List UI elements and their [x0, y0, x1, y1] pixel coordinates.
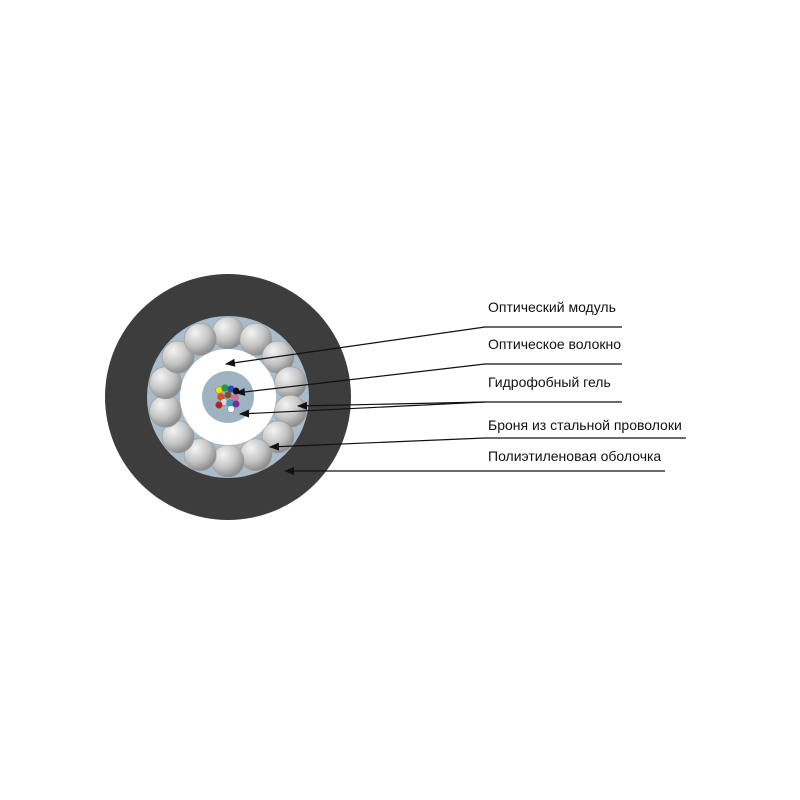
label-optical-module: Оптический модуль [488, 299, 616, 315]
optical-fiber [221, 384, 229, 392]
optical-fiber-bundle [215, 384, 240, 413]
optical-fiber [215, 401, 223, 409]
leader-steel-wire-armor [269, 437, 686, 451]
optical-fiber [227, 405, 235, 413]
steel-wire [149, 394, 182, 428]
steel-wire [239, 438, 273, 472]
leader-hydrophobic-gel-to-armor [297, 401, 486, 410]
optical-fiber [215, 386, 223, 394]
steel-wire [183, 438, 217, 472]
optical-fiber [232, 400, 240, 408]
steel-wire [211, 444, 245, 478]
optical-fiber [226, 399, 234, 407]
label-hydrophobic-gel: Гидрофобный гель [488, 374, 611, 390]
steel-wire [183, 322, 217, 356]
optical-fiber [224, 391, 232, 399]
steel-wire-armor-layer [149, 316, 307, 478]
leader-optical-module [225, 326, 622, 367]
labels: Оптический модуль Оптическое волокно Гид… [488, 299, 682, 464]
steel-wire [211, 316, 245, 350]
leader-lines [225, 326, 686, 475]
cable-cross-section [105, 274, 351, 520]
leader-optical-fiber [235, 363, 622, 396]
optical-fiber [232, 387, 240, 395]
leader-hydrophobic-gel-to-core [239, 401, 486, 418]
steel-wire [239, 322, 273, 356]
label-polyethylene-sheath: Полиэтиленовая оболочка [488, 448, 661, 464]
optical-fiber [231, 394, 239, 402]
label-steel-wire-armor: Броня из стальной проволоки [488, 417, 682, 433]
steel-wire [274, 366, 307, 400]
steel-wire [161, 340, 195, 374]
label-optical-fiber: Оптическое волокно [488, 336, 621, 352]
